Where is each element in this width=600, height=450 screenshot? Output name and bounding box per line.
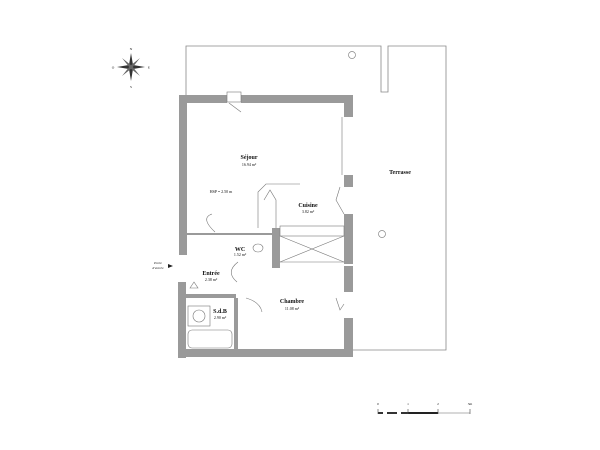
walls	[178, 95, 353, 358]
room-name-wc: WC	[235, 247, 245, 253]
room-area-entree: 2.38 m²	[205, 277, 218, 282]
scale-bar: 0 1 2 3m	[377, 402, 473, 414]
terrace-outline	[185, 45, 447, 351]
compass-s: S	[130, 85, 132, 89]
room-area-sejour: 16.94 m²	[242, 162, 257, 167]
room-name-sejour: Séjour	[241, 155, 258, 161]
terrace-drain	[378, 230, 386, 238]
scale-tick-3: 3m	[468, 402, 473, 406]
room-area-wc: 1.52 m²	[234, 252, 247, 257]
scale-tick-2: 2	[437, 402, 439, 406]
room-name-sdb: S.d.B	[213, 309, 227, 315]
scale-tick-0: 0	[377, 402, 379, 406]
scale-tick-1: 1	[407, 402, 409, 406]
room-area-chambre: 11.08 m²	[285, 306, 300, 311]
room-area-cuisine: 3.82 m²	[302, 209, 315, 214]
room-name-chambre: Chambre	[280, 299, 305, 305]
ceiling-height: HSP = 2.50 m	[210, 189, 233, 194]
compass-e: E	[148, 66, 150, 70]
compass-rose-icon: N S E O	[112, 47, 150, 89]
room-name-entree: Entrée	[202, 271, 220, 277]
compass-n: N	[130, 47, 133, 51]
room-name-cuisine: Cuisine	[298, 203, 318, 209]
entrance-arrow-icon	[168, 264, 173, 268]
entrance-note-line1: Porte	[153, 261, 162, 265]
room-area-sdb: 2.90 m²	[214, 315, 227, 320]
compass-w: O	[112, 66, 115, 70]
terrace-drain	[348, 51, 356, 59]
interior-lines	[187, 91, 345, 349]
entrance-note-line2: d'entrée	[152, 266, 164, 270]
room-name-terrasse: Terrasse	[389, 170, 411, 176]
